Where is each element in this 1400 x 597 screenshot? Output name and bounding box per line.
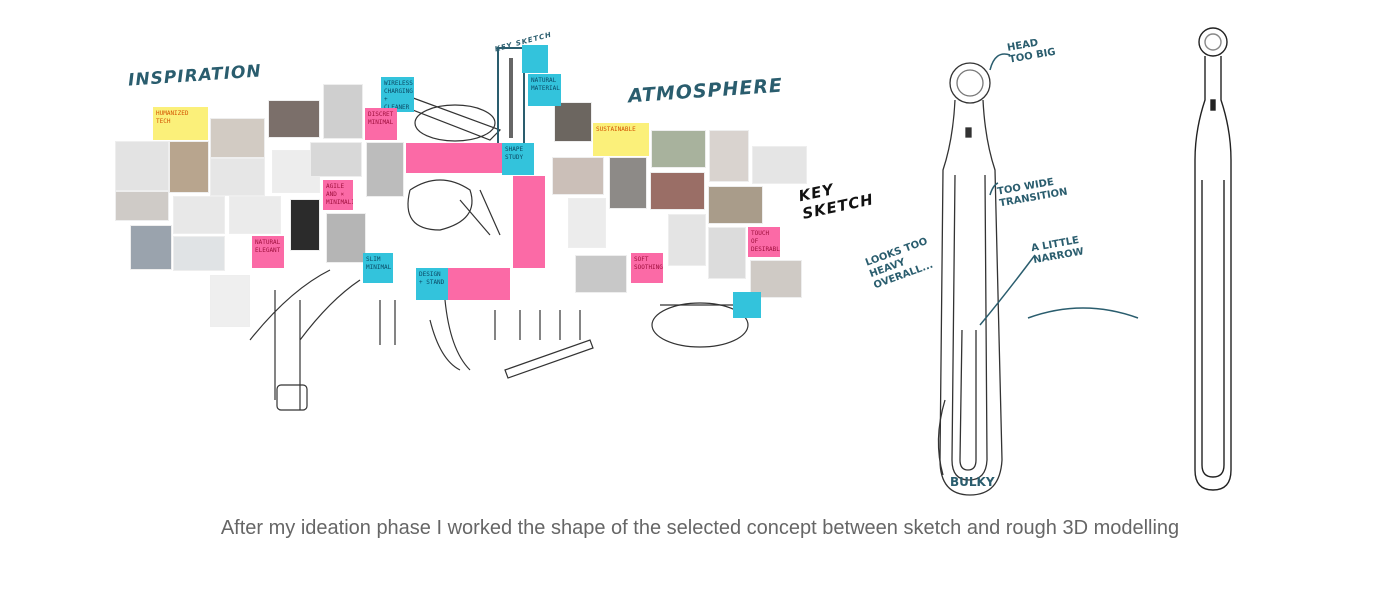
photo: [210, 118, 265, 158]
photo: [554, 102, 592, 142]
photo: [210, 158, 265, 196]
photo: [115, 191, 169, 221]
sticky-note: Shape study: [502, 143, 534, 175]
photo: [323, 84, 363, 139]
photo: [268, 100, 320, 138]
photo: [575, 255, 627, 293]
photo: [366, 142, 404, 197]
photo: [709, 130, 749, 182]
photo: [229, 196, 281, 234]
sticky-note: Agile and × minimalism: [323, 180, 353, 210]
sticky-note: Humanized tech: [153, 107, 208, 140]
photo: [568, 198, 606, 248]
photo: [708, 186, 763, 224]
photo: [115, 141, 169, 191]
sticky-note: Soft soothing: [631, 253, 663, 283]
photo: [210, 275, 250, 327]
annotation-bulky: Bulky: [950, 475, 995, 489]
photo: [173, 236, 225, 271]
sticky-note: Sustainable: [593, 123, 649, 156]
sticky-note-icon: [733, 292, 761, 318]
toothbrush-3d: [1194, 27, 1232, 491]
annotation-arrows: [979, 53, 1139, 326]
photo: [609, 157, 647, 209]
sticky-note-icon: [522, 45, 548, 73]
sticky-note: Discret minimal: [365, 108, 397, 140]
photo: [310, 142, 362, 177]
toothbrush-sketch: [937, 62, 1003, 496]
sticky-note: Design + stand: [416, 268, 448, 300]
photo: [668, 214, 706, 266]
photo: [708, 227, 746, 279]
photo: [651, 130, 706, 168]
photo: [650, 172, 705, 210]
photo: [750, 260, 802, 298]
sticky-note: Touch of desirable: [748, 227, 780, 257]
sticky-note: Wireless charging + cleaner surface: [381, 77, 414, 112]
sticky-note-sketches: [513, 176, 545, 268]
photo: [290, 199, 320, 251]
moodboard-sketches: [249, 94, 749, 411]
sticky-note-sketches: [406, 143, 502, 173]
sticky-note: Natural elegant: [252, 236, 284, 268]
sticky-note-sketches: [448, 268, 510, 300]
photo: [173, 196, 225, 234]
photo: [326, 213, 366, 263]
caption: After my ideation phase I worked the sha…: [220, 517, 1180, 539]
photo: [169, 141, 209, 193]
photo: [130, 225, 172, 270]
photo: [752, 146, 807, 184]
photo: [552, 157, 604, 195]
sticky-note: Slim minimal: [363, 253, 393, 283]
sticky-note: Natural material: [528, 74, 561, 106]
